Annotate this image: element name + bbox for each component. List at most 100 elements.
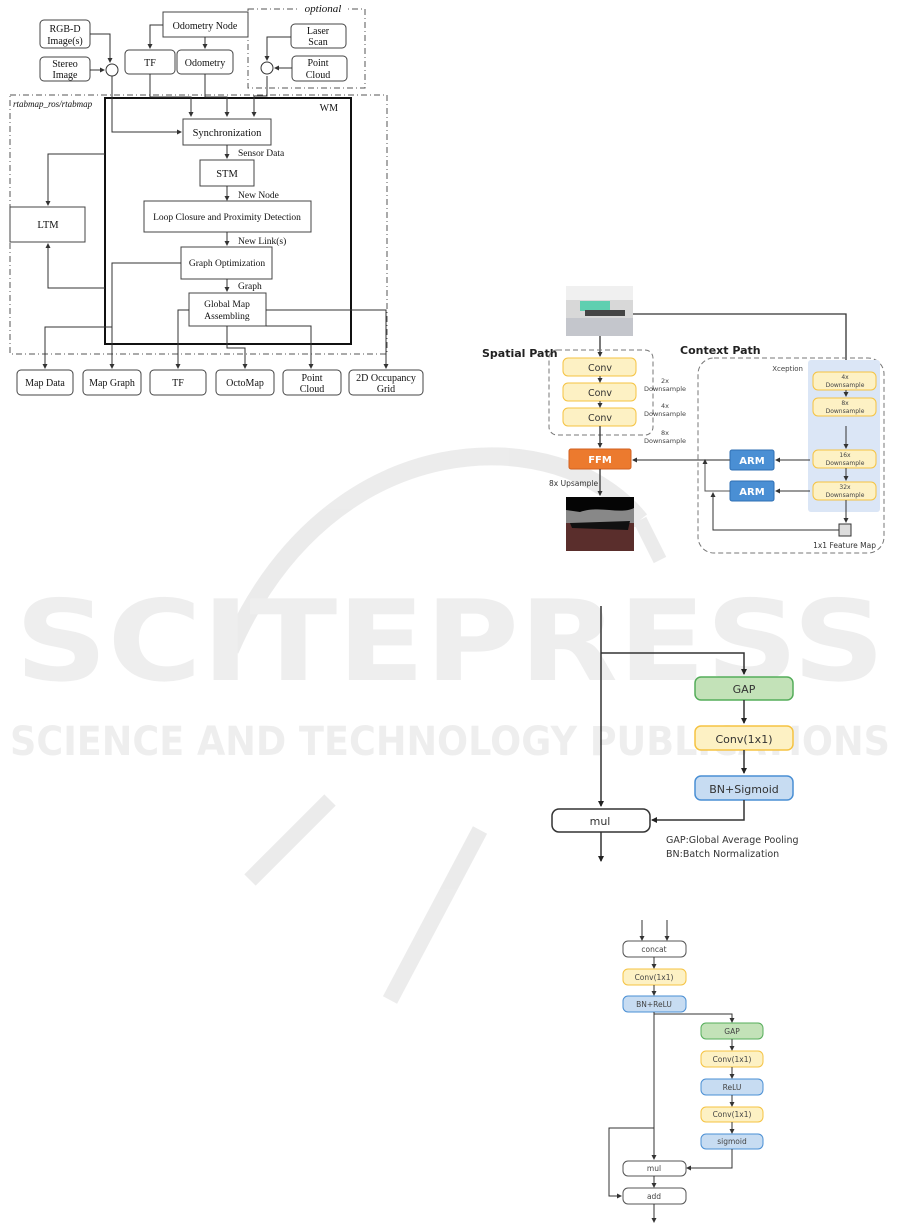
context-downsample-frame: [812, 371, 877, 391]
edge-tf-out: [175, 309, 189, 369]
context-downsample-label: Downsample: [826, 492, 865, 499]
cloud-line1: Point: [307, 58, 328, 69]
ffm-module-diagram: concat Conv(1x1) BN+ReLU GAP Conv(1x1) R…: [608, 920, 764, 1223]
output-box-label: Point: [301, 373, 322, 384]
edge-label-new-node: New Node: [238, 191, 279, 201]
ffm-mul-block: mul: [622, 1160, 687, 1177]
loop-label: Loop Closure and Proximity Detection: [153, 213, 301, 223]
ffm-concat-label: concat: [641, 945, 666, 954]
optional-label-bg: [300, 2, 346, 14]
ffm-gap-label: GAP: [724, 1027, 740, 1036]
edge-tf-sync: [149, 74, 194, 117]
ffm-bn-relu-block: BN+ReLU: [622, 995, 687, 1013]
output-box-frame: [282, 369, 342, 396]
ffm-concat-block: concat: [622, 940, 687, 958]
edge-image-xception: [633, 313, 849, 371]
segmentation-output: [566, 497, 634, 551]
output-box-label: Map Graph: [89, 378, 135, 389]
module-synchronization: Synchronization: [182, 118, 272, 146]
output-box-label: OctoMap: [226, 378, 264, 389]
output-box: Map Graph: [82, 369, 142, 396]
input-odometry-node: Odometry Node: [162, 11, 249, 38]
module-loop-closure: Loop Closure and Proximity Detection: [143, 200, 312, 233]
ffm-relu-block: ReLU: [700, 1078, 764, 1096]
output-box-frame: [348, 369, 424, 396]
arm-1-label: ARM: [739, 456, 764, 467]
spatial-conv-1: Conv: [562, 357, 637, 377]
spatial-conv-3: Conv: [562, 407, 637, 427]
ffm-conv1-block: Conv(1x1): [622, 968, 687, 986]
edge-arm-input-gap: [601, 652, 747, 675]
arm-conv-label: Conv(1x1): [716, 733, 773, 746]
arm-gap-block: GAP: [694, 676, 794, 701]
rtabmap-diagram: optional rtabmap_ros/rtabmap WM RGB-D Im…: [9, 2, 424, 396]
ds-8x-line2: Downsample: [644, 437, 686, 445]
globalmap-line1: Global Map: [204, 300, 250, 310]
watermark-slash-a: [244, 794, 336, 886]
ffm-mul-label: mul: [647, 1164, 661, 1173]
edge-point-cloud: [266, 325, 314, 369]
spatial-conv-2: Conv: [562, 382, 637, 402]
edge-odomnode-tf: [147, 24, 163, 49]
edge-rgbd-junction: [90, 33, 113, 63]
ffm-conv1-label: Conv(1x1): [635, 973, 674, 982]
edge-bnrelu-add: [608, 1127, 654, 1199]
context-downsample-label: Downsample: [826, 382, 865, 389]
input-image: [566, 286, 633, 336]
module-stm: STM: [199, 159, 255, 187]
input-odometry: Odometry: [176, 49, 234, 75]
rtabmap-group-label: rtabmap_ros/rtabmap: [13, 99, 93, 109]
context-downsample-frame: [812, 397, 877, 417]
input-point-cloud: Point Cloud: [291, 55, 348, 82]
edge-sensor-sync: [251, 76, 268, 117]
spatial-path-group: [548, 349, 654, 436]
module-ltm: LTM: [9, 206, 86, 243]
watermark-slash-b: [382, 826, 488, 1004]
watermark-arc: [221, 447, 648, 654]
input-tf: TF: [124, 49, 176, 75]
edge-laser-junction: [264, 36, 291, 61]
arm-mul-block: mul: [551, 808, 651, 833]
upsample-label: 8x Upsample: [549, 479, 598, 488]
edge-sigmoid-mul: [686, 1149, 733, 1171]
output-box-frame: [149, 369, 207, 396]
ffm-add-label: add: [647, 1192, 661, 1201]
graphopt-label: Graph Optimization: [189, 259, 265, 269]
ffm-bn-relu-label: BN+ReLU: [636, 1000, 672, 1009]
context-downsample-frame: [812, 449, 877, 469]
input-rgbd-line2: Image(s): [47, 36, 83, 47]
output-box-label: TF: [172, 378, 184, 389]
arm-legend-bn: BN:Batch Normalization: [666, 849, 779, 860]
ffm-add-block: add: [622, 1187, 687, 1205]
ffm-sigmoid-block: sigmoid: [700, 1133, 764, 1150]
wm-box: [104, 97, 352, 345]
context-downsample-label: 16x: [839, 452, 851, 459]
context-downsample-label: 4x: [841, 374, 849, 381]
spatial-conv-1-label: Conv: [588, 363, 612, 374]
spatial-downsample-labels: 2x Downsample 4x Downsample 8x Downsampl…: [644, 377, 686, 445]
ffm-gap-block: GAP: [700, 1022, 764, 1040]
context-downsample-label: Downsample: [826, 408, 865, 415]
ffm-block: FFM: [568, 448, 632, 470]
edge-wm-ltm: [45, 153, 105, 206]
arm-gap-label: GAP: [733, 683, 756, 696]
laser-line2: Scan: [308, 37, 327, 48]
arm-bn-sigmoid-label: BN+Sigmoid: [709, 783, 779, 796]
edge-label-graph: Graph: [238, 282, 262, 292]
optional-group-border: [247, 8, 366, 89]
ffm-conv2-label: Conv(1x1): [713, 1055, 752, 1064]
edge-arm-bn-mul: [651, 800, 745, 823]
feature-map-label: 1x1 Feature Map: [813, 541, 876, 550]
output-box-frame: [16, 369, 74, 396]
optional-label: optional: [305, 3, 342, 15]
input-stereo-line1: Stereo: [52, 59, 78, 70]
input-rgbd-line1: RGB-D: [49, 24, 80, 35]
output-box: TF: [149, 369, 207, 396]
ffm-conv3-block: Conv(1x1): [700, 1106, 764, 1123]
output-box-label: Grid: [377, 384, 395, 395]
input-tf-label: TF: [144, 58, 156, 69]
